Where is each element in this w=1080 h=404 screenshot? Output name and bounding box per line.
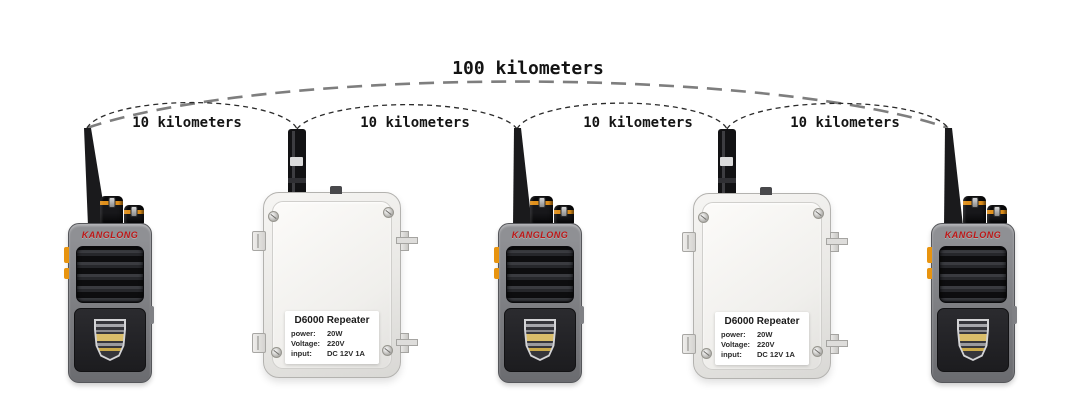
radio-antenna-3	[944, 128, 963, 226]
function-side-button	[927, 268, 932, 279]
segment-arc-3	[516, 102, 728, 130]
corner-screw-icon	[698, 212, 709, 223]
shield-badge-icon	[957, 319, 989, 361]
radio-front-panel	[937, 308, 1009, 372]
spec-value: 20W	[327, 329, 343, 338]
handheld-radio-3: KANGLONG	[927, 196, 1017, 384]
repeater-antenna-2	[718, 129, 736, 201]
channel-knob	[987, 205, 1007, 224]
spec-row: Voltage: 220V	[721, 340, 803, 350]
volume-knob	[530, 196, 553, 224]
antenna-port	[760, 187, 772, 195]
segment-range-label-3: 10 kilometers	[583, 115, 693, 131]
overall-range-arc	[86, 80, 949, 130]
radio-antenna-2	[513, 128, 532, 226]
radio-brand-label: KANGLONG	[81, 230, 139, 240]
mounting-bracket	[682, 334, 696, 354]
speaker-grille	[506, 246, 574, 303]
corner-screw-icon	[271, 347, 282, 358]
handheld-radio-2: KANGLONG	[494, 196, 584, 384]
spec-value: DC 12V 1A	[327, 349, 365, 358]
overall-range-label: 100 kilometers	[452, 58, 604, 79]
shield-badge-icon	[94, 319, 126, 361]
bracket-arm	[826, 238, 848, 245]
repeater-spec-label: D6000 Repeater power: 20W Voltage: 220V …	[715, 312, 809, 365]
mounting-bracket	[252, 333, 266, 353]
spec-value: DC 12V 1A	[757, 350, 795, 359]
corner-screw-icon	[268, 211, 279, 222]
radio-brand-label: KANGLONG	[944, 230, 1002, 240]
radio-front-panel	[74, 308, 146, 372]
function-side-button	[494, 268, 499, 279]
mounting-bracket	[682, 232, 696, 252]
spec-value: 220V	[327, 339, 345, 348]
volume-knob	[100, 196, 123, 224]
repeater-unit-1: D6000 Repeater power: 20W Voltage: 220V …	[252, 186, 418, 378]
repeater-model-label: D6000 Repeater	[724, 316, 800, 327]
spec-name: input:	[291, 349, 312, 358]
segment-range-label-1: 10 kilometers	[132, 115, 242, 131]
channel-knob	[554, 205, 574, 224]
speaker-grille	[939, 246, 1007, 303]
mounting-bracket	[252, 231, 266, 251]
segment-arc-4	[726, 102, 949, 130]
bracket-arm	[396, 237, 418, 244]
spec-name: Voltage:	[291, 339, 321, 348]
radio-body: KANGLONG	[68, 223, 154, 383]
side-key	[1013, 306, 1017, 324]
segment-arc-2	[296, 103, 518, 130]
spec-row: input: DC 12V 1A	[721, 350, 803, 360]
spec-name: Voltage:	[721, 340, 751, 349]
shield-badge-icon	[524, 319, 556, 361]
function-side-button	[64, 268, 69, 279]
volume-knob	[963, 196, 986, 224]
corner-screw-icon	[383, 207, 394, 218]
spec-value: 20W	[757, 330, 773, 339]
channel-knob	[124, 205, 144, 224]
radio-body: KANGLONG	[498, 223, 584, 383]
radio-front-panel	[504, 308, 576, 372]
spec-row: power: 20W	[291, 329, 373, 339]
spec-row: Voltage: 220V	[291, 339, 373, 349]
corner-screw-icon	[812, 346, 823, 357]
repeater-spec-label: D6000 Repeater power: 20W Voltage: 220V …	[285, 311, 379, 364]
spec-name: power:	[291, 329, 316, 338]
segment-range-label-2: 10 kilometers	[360, 115, 470, 131]
repeater-model-label: D6000 Repeater	[294, 315, 370, 326]
ptt-button	[494, 247, 499, 263]
spec-name: input:	[721, 350, 742, 359]
spec-value: 220V	[757, 340, 775, 349]
speaker-grille	[76, 246, 144, 303]
radio-body: KANGLONG	[931, 223, 1017, 383]
antenna-port	[330, 186, 342, 194]
spec-row: input: DC 12V 1A	[291, 349, 373, 359]
segment-arc-1	[86, 101, 298, 130]
radio-brand-label: KANGLONG	[511, 230, 569, 240]
corner-screw-icon	[382, 345, 393, 356]
handheld-radio-1: KANGLONG	[64, 196, 154, 384]
ptt-button	[64, 247, 69, 263]
repeater-antenna-1	[288, 129, 306, 201]
ptt-button	[927, 247, 932, 263]
spec-name: power:	[721, 330, 746, 339]
spec-row: power: 20W	[721, 330, 803, 340]
side-key	[150, 306, 154, 324]
corner-screw-icon	[701, 348, 712, 359]
segment-range-label-4: 10 kilometers	[790, 115, 900, 131]
bracket-arm	[826, 340, 848, 347]
corner-screw-icon	[813, 208, 824, 219]
repeater-unit-2: D6000 Repeater power: 20W Voltage: 220V …	[682, 187, 848, 379]
side-key	[580, 306, 584, 324]
bracket-arm	[396, 339, 418, 346]
